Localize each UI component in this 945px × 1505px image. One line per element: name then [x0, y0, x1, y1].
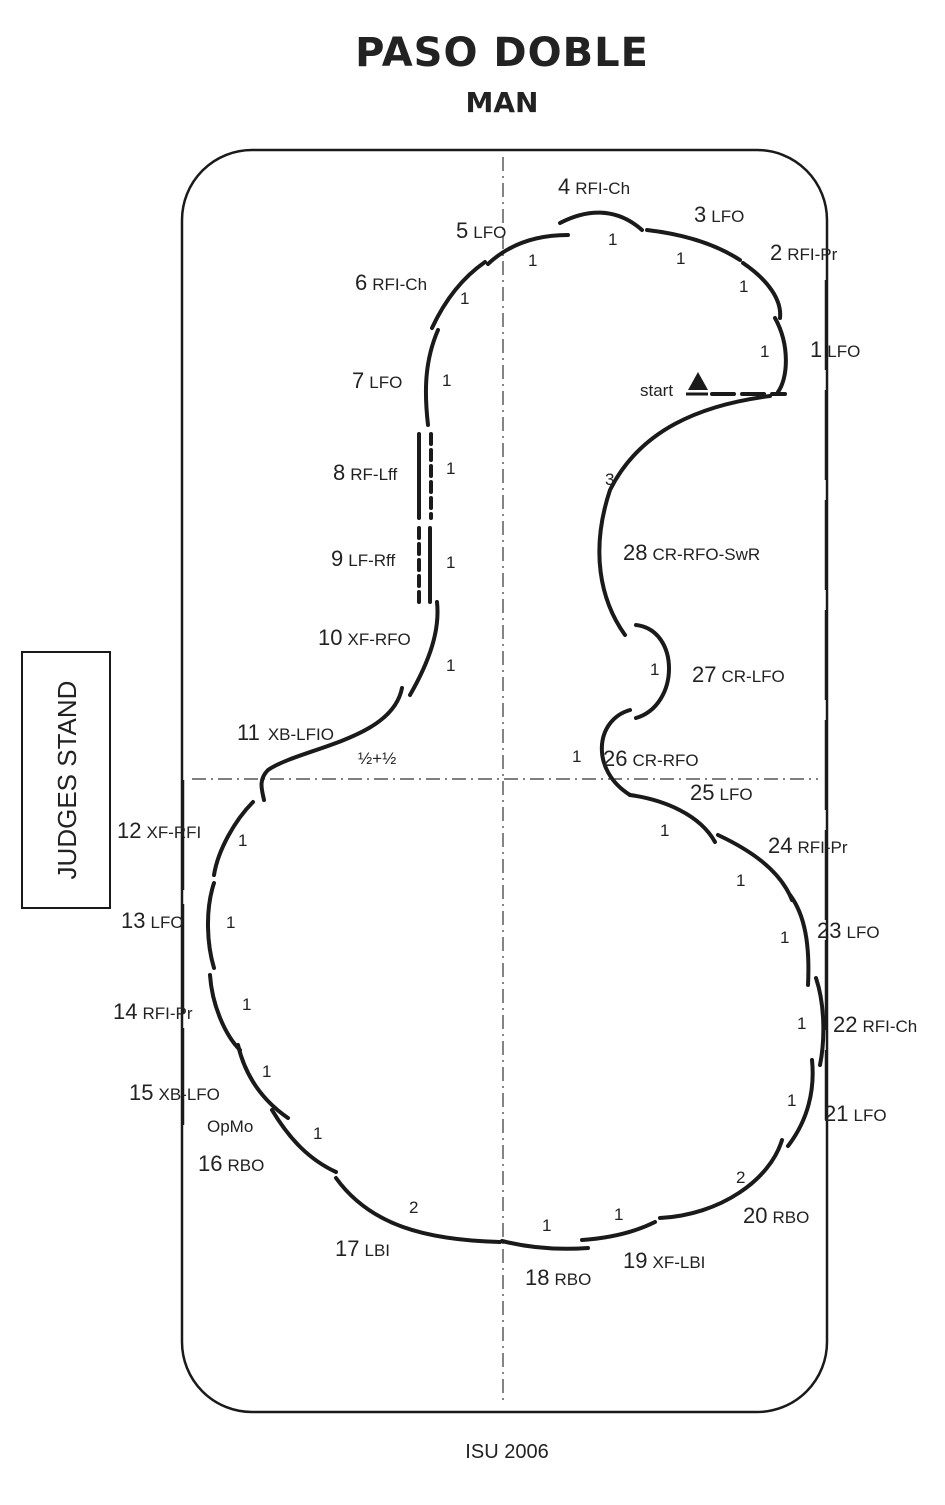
beat-2: 1: [739, 277, 748, 296]
edge-5: [486, 233, 570, 266]
edge-3: [645, 228, 742, 262]
beat-21: 1: [787, 1091, 796, 1110]
beat-1: 1: [760, 342, 769, 361]
edge-26: [599, 708, 632, 797]
beat-15: 1: [262, 1062, 271, 1081]
edge-21: [786, 1058, 815, 1148]
edge-group: [206, 210, 826, 1251]
beat-16: 1: [313, 1124, 322, 1143]
beat-8: 1: [446, 459, 455, 478]
edge-16: [270, 1108, 338, 1174]
beat-18: 1: [542, 1216, 551, 1235]
edge-12: [212, 800, 255, 877]
edge-7: [423, 328, 440, 427]
beat-7: 1: [442, 371, 451, 390]
diagram-title: PASO DOBLE: [355, 30, 649, 76]
edge-18: [500, 1239, 590, 1251]
edge-24: [716, 833, 794, 902]
beat-26: 1: [572, 747, 581, 766]
beat-28: 3: [605, 470, 614, 489]
edge-10: [408, 600, 440, 697]
start-marker-icon: [688, 372, 708, 390]
beat-24: 1: [736, 871, 745, 890]
beat-3: 1: [676, 249, 685, 268]
beat-25: 1: [660, 821, 669, 840]
beat-5: 1: [528, 251, 537, 270]
diagram-subtitle: MAN: [466, 86, 539, 119]
beat-11: ½+½: [358, 749, 396, 768]
beat-9: 1: [446, 553, 455, 572]
note-open-mohawk: OpMo: [207, 1117, 253, 1136]
judges-stand-box: [21, 651, 111, 909]
edge-23: [788, 893, 811, 987]
edge-11: [259, 686, 404, 802]
rink-outline: [180, 148, 829, 1414]
start-label: start: [640, 381, 673, 400]
edge-27: [634, 623, 671, 720]
edge-20: [658, 1138, 784, 1220]
beat-4: 1: [608, 230, 617, 249]
beat-14: 1: [242, 995, 251, 1014]
footer-credit: ISU 2006: [465, 1441, 548, 1463]
beat-17: 2: [409, 1198, 418, 1217]
edge-19: [580, 1220, 657, 1242]
beat-20: 2: [736, 1168, 745, 1187]
beat-22: 1: [797, 1014, 806, 1033]
edge-14: [208, 973, 242, 1052]
beat-10: 1: [446, 656, 455, 675]
beat-27: 1: [650, 660, 659, 679]
edge-17: [334, 1176, 502, 1244]
edge-28: [597, 394, 772, 637]
beat-19: 1: [614, 1205, 623, 1224]
beat-13: 1: [226, 913, 235, 932]
edge-13: [206, 881, 216, 970]
edge-15: [236, 1043, 290, 1120]
edge-1: [773, 316, 788, 394]
beat-6: 1: [460, 289, 469, 308]
edge-22: [814, 976, 826, 1067]
edge-25: [628, 793, 717, 844]
edge-6: [430, 260, 487, 330]
beat-23: 1: [780, 928, 789, 947]
edge-4: [558, 210, 644, 232]
judges-stand-label: JUDGES STAND: [52, 681, 82, 880]
edge-2: [741, 261, 783, 320]
beat-labels: 1 1 1 1 1 1 1 1 1 1 ½+½ 1 1 1 1 1 2 1 1 …: [226, 230, 806, 1235]
beat-12: 1: [238, 831, 247, 850]
